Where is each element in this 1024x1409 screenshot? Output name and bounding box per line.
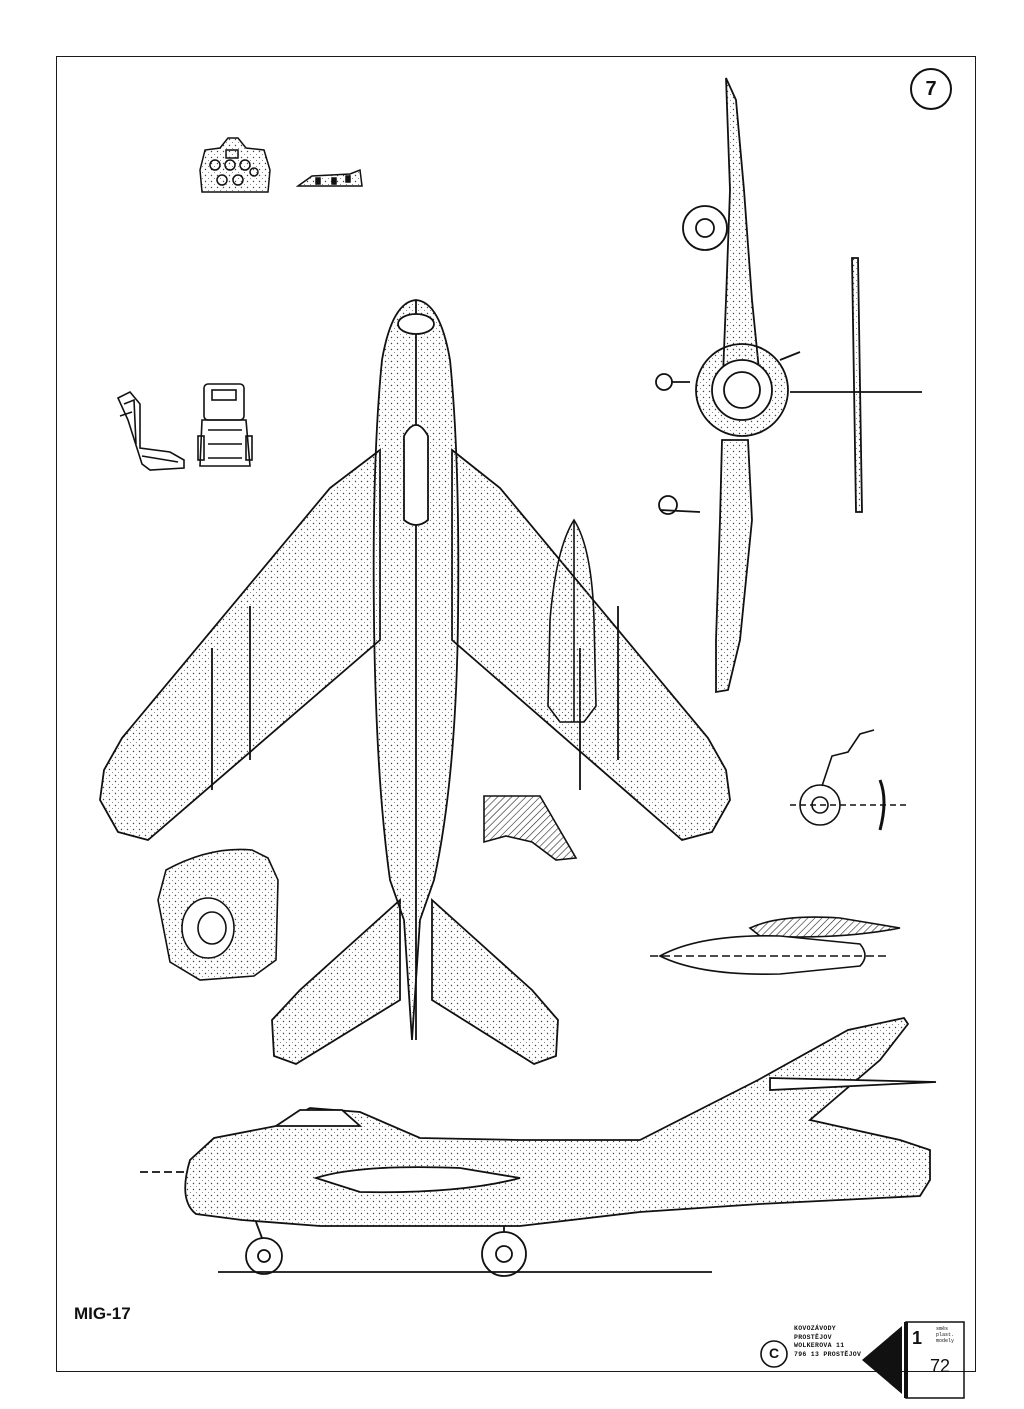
side-view-drawing	[140, 1016, 937, 1277]
front-view-drawing	[655, 77, 922, 694]
main-gear-detail-drawing	[790, 729, 906, 831]
brand-line: plast.	[936, 1332, 955, 1338]
manufacturer-line: KOVOZÁVODY	[794, 1325, 837, 1332]
instrument-panel-drawing	[199, 137, 271, 193]
ejection-seat-front-drawing	[197, 383, 253, 467]
scale-denominator: 72	[930, 1356, 951, 1376]
manufacturer-line: PROSTĚJOV	[794, 1333, 832, 1341]
model-name-label: MIG-17	[74, 1304, 131, 1323]
page-frame	[56, 56, 976, 1372]
intake-detail-drawing	[157, 848, 279, 981]
brand-text: směs plast. modely	[936, 1326, 954, 1344]
manufacturer-line: 796 13 PROSTĚJOV	[794, 1350, 862, 1358]
scale-numerator: 1	[912, 1328, 923, 1348]
canopy-frame-part-drawing	[295, 168, 363, 187]
drop-tank-top-drawing	[547, 518, 597, 723]
manufacturer-line: WOLKEROVA 11	[794, 1342, 845, 1349]
page-number-badge: 7	[910, 68, 952, 110]
brand-line: směs	[936, 1326, 949, 1332]
copyright-symbol: C	[768, 1345, 780, 1361]
hatched-panel-drawing	[483, 795, 578, 861]
copyright-circle	[760, 1340, 788, 1368]
scale-logo-icon	[862, 1321, 965, 1399]
brand-line: modely	[936, 1338, 955, 1344]
manufacturer-address: KOVOZÁVODY PROSTĚJOV WOLKEROVA 11 796 13…	[794, 1325, 861, 1359]
ejection-seat-side-drawing	[116, 391, 185, 471]
drop-tank-side-drawing	[650, 916, 901, 975]
